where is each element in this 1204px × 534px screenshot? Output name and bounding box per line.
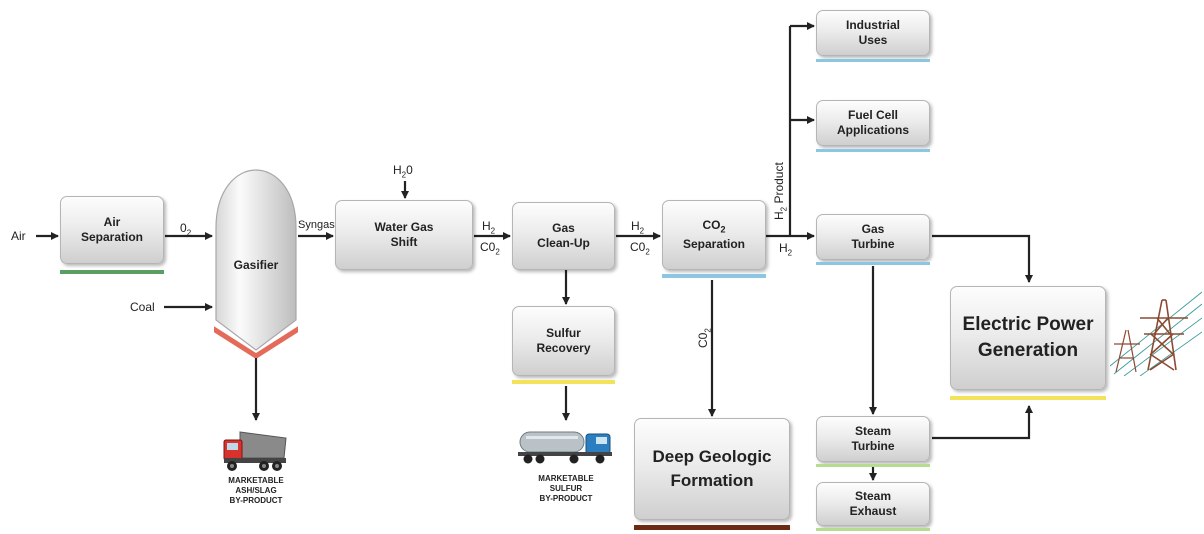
electric-power-generation-box: Electric Power Generation	[950, 286, 1106, 390]
air-separation-label: Air Separation	[80, 215, 143, 244]
syngas-stream-label: Syngas	[298, 219, 335, 231]
coal-input-label: Coal	[130, 300, 155, 314]
gas-turbine-box: Gas Turbine	[816, 214, 930, 260]
electric-power-generation-label: Electric Power Generation	[962, 314, 1094, 361]
sulfur-recovery-box: Sulfur Recovery	[512, 306, 615, 376]
sulfur-recovery-label: Sulfur Recovery	[536, 326, 591, 355]
fuel-cell-applications-label: Fuel Cell Applications	[836, 108, 909, 137]
steam-turbine-label: Steam Turbine	[851, 424, 895, 453]
deep-geologic-formation-bar	[634, 525, 790, 530]
air-separation-bar	[60, 270, 164, 274]
h2-stream-label-3: H2	[779, 241, 793, 258]
gas-turbine-label: Gas Turbine	[851, 222, 895, 251]
tanker-truck-icon	[518, 431, 612, 464]
steam-turbine-box: Steam Turbine	[816, 416, 930, 462]
industrial-uses-bar	[816, 59, 930, 62]
gas-turbine-bar	[816, 262, 930, 265]
gas-cleanup-box: Gas Clean-Up	[512, 202, 615, 270]
steam-exhaust-label: Steam Exhaust	[849, 489, 897, 518]
deep-geologic-formation-label: Deep Geologic Formation	[652, 447, 772, 490]
h2o-stream-label: H20	[393, 163, 413, 180]
gasifier-vessel	[214, 169, 298, 358]
co2-separation-bar	[662, 274, 766, 278]
arrow-steam-turbine-to-power	[932, 405, 1033, 440]
co2-stream-label-vertical: C02	[696, 328, 713, 348]
industrial-uses-label: Industrial Uses	[845, 18, 900, 47]
ash-slag-byproduct-caption: MARKETABLE ASH/SLAG BY-PRODUCT	[228, 476, 284, 505]
fuel-cell-applications-bar	[816, 149, 930, 152]
sulfur-recovery-bar	[512, 380, 615, 384]
air-input-label: Air	[11, 229, 26, 243]
fuel-cell-applications-box: Fuel Cell Applications	[816, 100, 930, 146]
h2-product-label: H2 Product	[772, 162, 789, 220]
co2-stream-label-1: C02	[480, 240, 500, 257]
steam-turbine-bar	[816, 464, 930, 467]
steam-exhaust-bar	[816, 528, 930, 531]
gasifier-label: Gasifier	[233, 258, 279, 272]
h2-stream-label-1: H2	[482, 219, 496, 236]
dump-truck-icon	[223, 431, 287, 471]
deep-geologic-formation-box: Deep Geologic Formation	[634, 418, 790, 520]
h2-stream-label-2: H2	[631, 219, 645, 236]
arrow-gas-turbine-to-power	[932, 234, 1033, 283]
co2-stream-label-2: C02	[630, 240, 650, 257]
water-gas-shift-box: Water Gas Shift	[335, 200, 473, 270]
sulfur-byproduct-caption: MARKETABLE SULFUR BY-PRODUCT	[538, 474, 594, 503]
industrial-uses-box: Industrial Uses	[816, 10, 930, 56]
power-transmission-tower-icon	[1110, 291, 1202, 376]
steam-exhaust-box: Steam Exhaust	[816, 482, 930, 526]
electric-power-generation-bar	[950, 396, 1106, 400]
air-separation-box: Air Separation	[60, 196, 164, 264]
water-gas-shift-label: Water Gas Shift	[374, 220, 434, 249]
o2-stream-label: 02	[180, 221, 192, 238]
gas-cleanup-label: Gas Clean-Up	[537, 221, 590, 250]
